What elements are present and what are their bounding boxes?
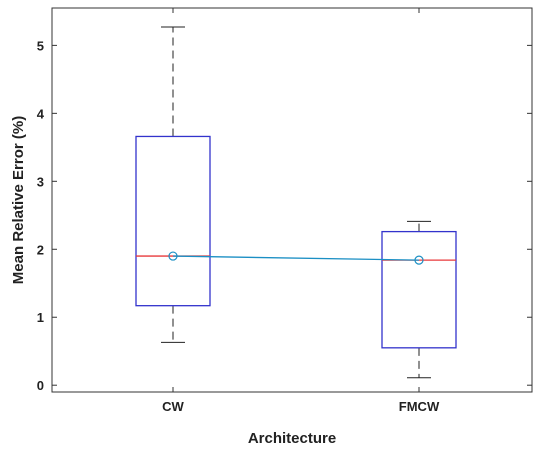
- iqr-box: [381, 230, 457, 349]
- mean-marker: [168, 251, 178, 261]
- y-tick-label: 4: [37, 106, 45, 121]
- x-tick-label: FMCW: [399, 399, 440, 414]
- y-tick-label: 2: [37, 242, 44, 257]
- iqr-box: [135, 135, 211, 307]
- y-tick-label: 3: [37, 174, 44, 189]
- y-tick-label: 1: [37, 310, 44, 325]
- y-tick-label: 5: [37, 38, 44, 53]
- box-group: [135, 26, 457, 379]
- x-axis-label: Architecture: [248, 430, 336, 447]
- y-tick-label: 0: [37, 378, 44, 393]
- x-tick-label: CW: [162, 399, 184, 414]
- y-axis-ticks: 0 1 2 3 4 5: [37, 38, 532, 393]
- x-axis-ticks: CW FMCW: [162, 8, 440, 414]
- plot-area: [51, 7, 533, 393]
- mean-connector-line: [172, 255, 420, 261]
- y-axis-label: Mean Relative Error (%): [10, 116, 27, 284]
- mean-marker: [414, 255, 424, 265]
